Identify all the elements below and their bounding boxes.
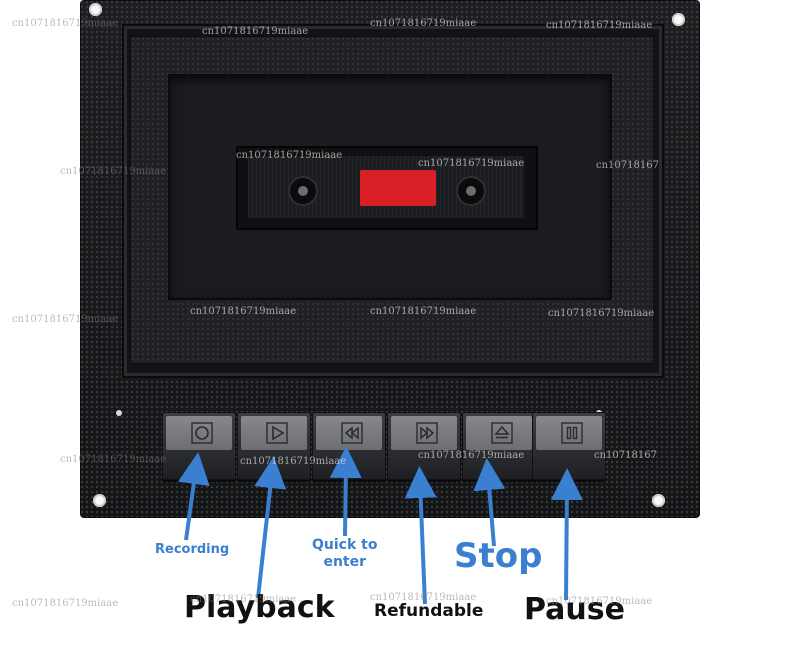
watermark: cn10718167 (596, 160, 659, 171)
pause-button[interactable] (532, 412, 606, 480)
watermark: cn1071816719miaae (12, 598, 119, 609)
label-stop: Stop (454, 536, 543, 576)
screw-bottom-right (652, 494, 665, 507)
label-recording: Recording (155, 542, 230, 557)
rewind-button[interactable] (312, 412, 386, 480)
tape-window (236, 146, 538, 230)
watermark: cn1071816719miaae (418, 158, 525, 169)
eject-icon (491, 422, 513, 444)
cassette-panel (80, 0, 700, 518)
label-refundable: Refundable (374, 601, 484, 621)
red-tape-tab (360, 170, 436, 206)
label-quick-to-enter: Quick to enter (312, 537, 378, 570)
record-button-face (166, 416, 232, 450)
rewind-icon (341, 422, 363, 444)
eject-button-face (466, 416, 532, 450)
label-playback: Playback (184, 590, 335, 625)
watermark: cn1071816719miaae (546, 20, 653, 31)
watermark: cn1071816719miaae (190, 594, 297, 605)
label-pause: Pause (524, 592, 625, 627)
play-triangle-icon (266, 422, 288, 444)
arrow-refundable (404, 466, 437, 605)
pause-button-face (536, 416, 602, 450)
arrow-recording (177, 452, 210, 541)
play-button-face (241, 416, 307, 450)
arrow-quick-to-enter (329, 446, 362, 537)
watermark: cn1071816719miaae (12, 18, 119, 29)
watermark: cn1071816719miaae (548, 308, 655, 319)
watermark: cn1071816719miaae (370, 306, 477, 317)
right-reel-icon (456, 176, 486, 206)
watermark: cn1071816719miaae (240, 456, 347, 467)
left-reel-icon (288, 176, 318, 206)
pause-icon (561, 422, 583, 444)
arrow-playback (254, 456, 287, 599)
watermark: cn1071816719miaae (370, 592, 477, 603)
arrow-pause (550, 468, 583, 601)
watermark: cn1071816719miaae (546, 596, 653, 607)
screw-top-left (89, 3, 102, 16)
watermark: cn1071816719miaae (370, 18, 477, 29)
screw-top-right (672, 13, 685, 26)
watermark: cn1071816719miaae (202, 26, 309, 37)
arrow-stop (473, 458, 506, 547)
watermark: cn1071816719miaae (60, 454, 167, 465)
record-circle-icon (191, 422, 213, 444)
watermark: cn1071816719miaae (236, 150, 343, 161)
watermark: cn1071816719miaae (418, 450, 525, 461)
indicator-hole-left (116, 410, 122, 416)
watermark: cn10718167 (594, 450, 657, 461)
watermark: cn1071816719miaae (12, 314, 119, 325)
fast-forward-icon (416, 422, 438, 444)
watermark: cn1071816719miaae (60, 166, 167, 177)
cassette-tape (248, 156, 524, 218)
screw-bottom-left (93, 494, 106, 507)
watermark: cn1071816719miaae (190, 306, 297, 317)
fast-forward-button-face (391, 416, 457, 450)
rewind-button-face (316, 416, 382, 450)
